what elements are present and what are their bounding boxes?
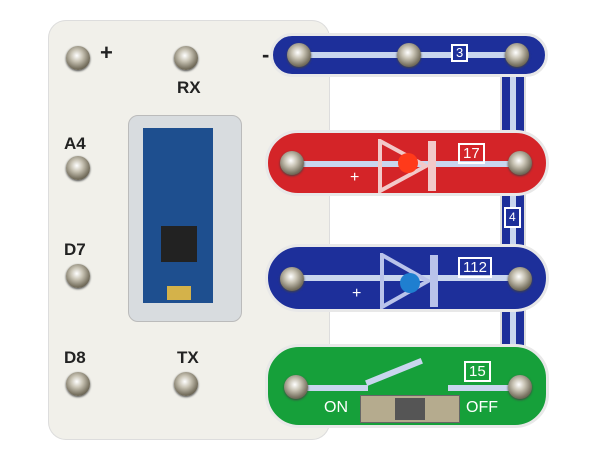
blue-led-piece: + 112 (265, 244, 549, 312)
a4-label: A4 (64, 134, 86, 153)
wire-top-number: 3 (451, 44, 469, 62)
usb-port (167, 286, 191, 300)
snap[interactable] (280, 267, 304, 291)
switch-on-label: ON (324, 399, 348, 416)
switch-piece: 15 ON OFF (265, 344, 549, 428)
snap-tx[interactable] (174, 372, 198, 396)
switch-off-label: OFF (466, 399, 498, 416)
wire-top: 3 (270, 33, 548, 77)
arduino-nano-board (143, 128, 213, 303)
snap[interactable] (280, 151, 304, 175)
slide-switch[interactable] (360, 395, 460, 423)
led-symbol-icon (378, 139, 436, 193)
tx-label: TX (177, 348, 199, 367)
snap[interactable] (284, 375, 308, 399)
switch-number: 15 (464, 361, 491, 382)
snap[interactable] (505, 43, 529, 67)
wire-side-number: 4 (504, 207, 521, 228)
snap-plus[interactable] (66, 46, 90, 70)
snap[interactable] (287, 43, 311, 67)
snap-a4[interactable] (66, 156, 90, 180)
snap-rx[interactable] (174, 46, 198, 70)
snap[interactable] (397, 43, 421, 67)
led-symbol-icon (380, 253, 438, 309)
minus-label: - (262, 42, 270, 67)
d7-label: D7 (64, 240, 86, 259)
snap[interactable] (508, 151, 532, 175)
d8-label: D8 (64, 348, 86, 367)
red-led-piece: + 17 (265, 130, 549, 196)
arduino-nano-case (128, 115, 242, 322)
snap-d7[interactable] (66, 264, 90, 288)
snap-d8[interactable] (66, 372, 90, 396)
plus-label: + (100, 40, 113, 65)
snap[interactable] (508, 375, 532, 399)
rx-label: RX (177, 78, 201, 97)
snap[interactable] (508, 267, 532, 291)
microcontroller-chip (161, 226, 197, 262)
polarity-label: + (350, 169, 360, 186)
polarity-label: + (352, 285, 362, 302)
blue-led-number: 112 (458, 257, 492, 278)
red-led-number: 17 (458, 143, 485, 164)
